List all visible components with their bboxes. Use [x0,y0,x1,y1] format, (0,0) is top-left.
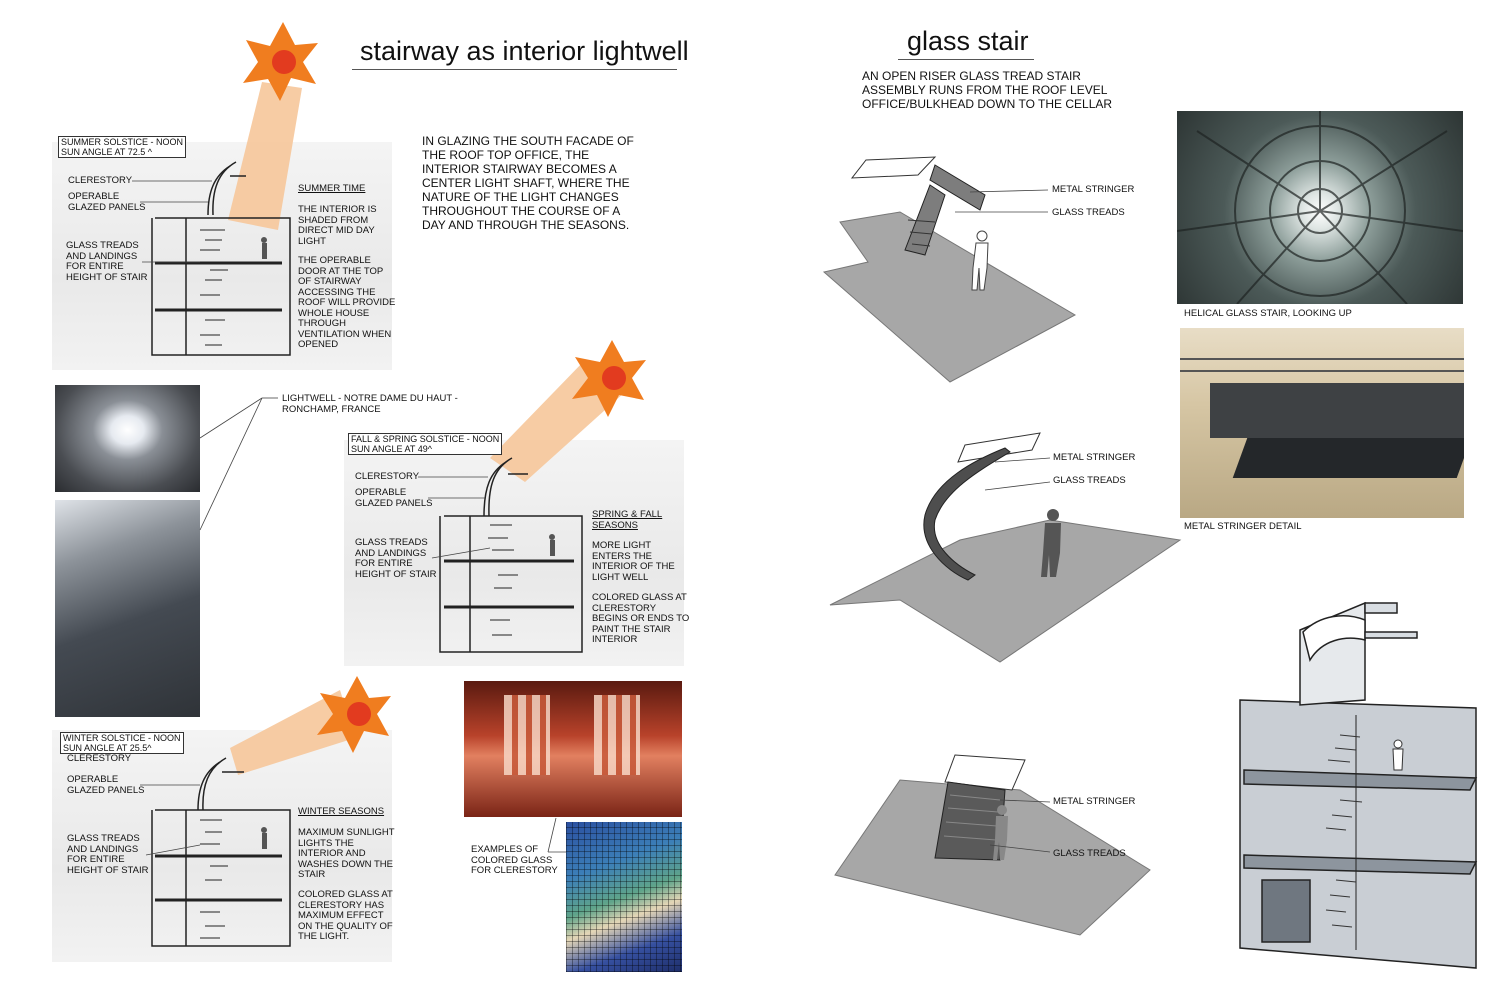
summer-treads-label: GLASS TREADS AND LANDINGS FOR ENTIRE HEI… [66,240,148,283]
glass-stair-intro: AN OPEN RISER GLASS TREAD STAIR ASSEMBLY… [862,69,1113,111]
winter-sun-angle-box: WINTER SOLSTICE - NOON SUN ANGLE AT 25.5… [60,732,184,754]
summer-sun-angle-box: SUMMER SOLSTICE - NOON SUN ANGLE AT 72.5… [58,136,187,158]
stringer-label-2: METAL STRINGER [1053,452,1136,463]
lightwell-intro-text: IN GLAZING THE SOUTH FACADE OF THE ROOF … [422,134,634,232]
colored-glass-photo-mosaic [566,822,682,972]
summer-heading: SUMMER TIME [298,183,366,194]
winter-heading: WINTER SEASONS [298,806,385,817]
winter-note-1: MAXIMUM SUNLIGHT LIGHTS THE INTERIOR AND… [298,827,395,880]
summer-panels-label: OPERABLE GLAZED PANELS [68,191,146,213]
fall-section-wash [344,440,684,666]
summer-note-1: THE INTERIOR IS SHADED FROM DIRECT MID D… [298,204,377,247]
helical-stair-caption: HELICAL GLASS STAIR, LOOKING UP [1184,308,1352,319]
fall-treads-label: GLASS TREADS AND LANDINGS FOR ENTIRE HEI… [355,537,437,580]
stringer-label-1: METAL STRINGER [1052,184,1135,195]
fall-heading: SPRING & FALL SEASONS [592,509,663,531]
treads-label-1: GLASS TREADS [1052,207,1125,218]
treads-label-2: GLASS TREADS [1053,475,1126,486]
fall-clerestory-label: CLERESTORY [355,471,420,482]
left-title-underline [352,69,677,70]
winter-panels-label: OPERABLE GLAZED PANELS [67,774,145,796]
fall-note-2: COLORED GLASS AT CLERESTORY BEGINS OR EN… [592,592,690,645]
summer-clerestory-label: CLERESTORY [68,175,133,186]
winter-clerestory-label: CLERESTORY [67,753,132,764]
lightwell-caption: LIGHTWELL - NOTRE DAME DU HAUT - RONCHAM… [282,393,458,415]
helical-stair-photo [1177,111,1463,304]
winter-treads-label: GLASS TREADS AND LANDINGS FOR ENTIRE HEI… [67,833,149,876]
winter-section-wash [52,730,392,962]
fall-note-1: MORE LIGHT ENTERS THE INTERIOR OF THE LI… [592,540,675,583]
winter-note-2: COLORED GLASS AT CLERESTORY HAS MAXIMUM … [298,889,393,942]
stringer-detail-caption: METAL STRINGER DETAIL [1184,521,1302,532]
left-title: stairway as interior lightwell [360,36,689,66]
right-title: glass stair [907,26,1029,56]
summer-section-wash [52,142,392,370]
right-title-underline [898,59,1034,60]
summer-note-2: THE OPERABLE DOOR AT THE TOP OF STAIRWAY… [298,255,396,350]
fall-sun-angle-box: FALL & SPRING SOLSTICE - NOON SUN ANGLE … [348,433,503,455]
stringer-label-3: METAL STRINGER [1053,796,1136,807]
colored-glass-photo-red [464,681,682,817]
treads-label-3: GLASS TREADS [1053,848,1126,859]
stringer-detail-photo [1180,328,1464,518]
lightwell-photo-top [55,385,200,492]
fall-panels-label: OPERABLE GLAZED PANELS [355,487,433,509]
lightwell-photo-bottom [55,500,200,717]
colored-glass-caption: EXAMPLES OF COLORED GLASS FOR CLERESTORY [471,844,558,876]
